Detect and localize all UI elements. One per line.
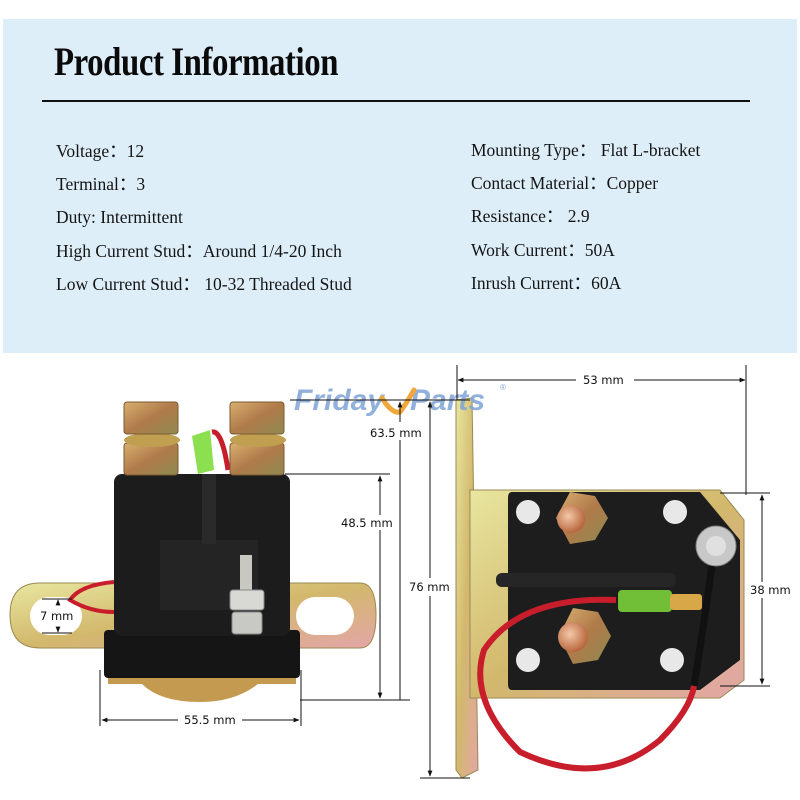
dim-front-total-height: 63.5 mm: [370, 426, 422, 440]
body-ridge: [496, 573, 676, 587]
spec-label: Resistance：: [471, 206, 564, 226]
dim-base-width: 55.5 mm: [184, 713, 236, 727]
small-stud: [240, 555, 252, 595]
spec-value: 3: [136, 174, 146, 194]
spec-label: Low Current Stud：: [56, 274, 200, 294]
product-photo: Friday Parts ®: [9, 365, 791, 779]
spec-label: Mounting Type：: [471, 140, 597, 160]
terminal-washer-left: [124, 433, 180, 447]
dim-side-width: 53 mm: [583, 373, 624, 387]
spec-label: Voltage：: [56, 141, 127, 161]
dim-mount-hole: 7 mm: [40, 609, 73, 623]
dim-side-body-height: 38 mm: [750, 583, 791, 597]
spec-voltage: Voltage：12: [56, 141, 145, 161]
side-view-solenoid: [455, 397, 745, 779]
spec-label: Work Current：: [471, 240, 585, 260]
terminal-washer-right: [230, 433, 286, 447]
screw: [516, 648, 540, 672]
body-lower: [104, 630, 300, 678]
terminal-nut-left-upper: [123, 401, 179, 435]
spec-label: Contact Material：: [471, 173, 607, 193]
screw: [663, 500, 687, 524]
red-wire-loop: [477, 596, 697, 772]
dimension-lines: [42, 365, 770, 779]
spec-value: 50A: [584, 240, 615, 260]
terminal-nut-right-lower: [229, 442, 285, 476]
green-connector-side: [618, 590, 672, 612]
page-title: Product Information: [54, 39, 339, 84]
spec-contact-material: Contact Material：Copper: [471, 173, 659, 193]
screw: [660, 648, 684, 672]
mount-hole-right: [296, 597, 354, 635]
dim-side-height: 76 mm: [409, 580, 450, 594]
small-stud-head: [706, 536, 726, 556]
copper-contact-top: [557, 505, 585, 533]
spec-value: 60A: [591, 273, 622, 293]
front-view-solenoid: [9, 401, 377, 702]
spec-inrush-current: Inrush Current：60A: [471, 273, 622, 293]
mount-hole-left: [30, 597, 82, 635]
body-rib: [202, 474, 216, 544]
spec-label: Terminal：: [56, 174, 137, 194]
spec-value: Intermittent: [100, 207, 183, 227]
product-info-panel: [3, 19, 797, 353]
copper-contact-bottom: [558, 622, 588, 652]
green-connector: [192, 430, 214, 474]
spec-value: Copper: [606, 173, 659, 193]
spec-value: 10-32 Threaded Stud: [199, 274, 352, 294]
spec-work-current: Work Current：50A: [471, 240, 615, 260]
spec-duty: Duty: Intermittent: [56, 207, 183, 227]
spec-label: Inrush Current：: [471, 273, 592, 293]
spec-low-current-stud: Low Current Stud： 10-32 Threaded Stud: [56, 274, 352, 294]
spec-value: Around 1/4-20 Inch: [202, 241, 342, 261]
red-wire: [67, 580, 115, 614]
dim-body-height: 48.5 mm: [341, 516, 393, 530]
screw: [516, 500, 540, 524]
spec-resistance: Resistance： 2.9: [471, 206, 590, 226]
terminal-nut-right-upper: [229, 401, 285, 435]
brass-bullet: [670, 594, 702, 610]
spec-mounting-type: Mounting Type： Flat L-bracket: [471, 140, 701, 160]
title-divider: [42, 100, 750, 102]
spec-label: High Current Stud：: [56, 241, 203, 261]
red-wire-top: [211, 429, 231, 471]
small-stud-nut: [229, 589, 265, 611]
spec-value: 12: [126, 141, 145, 161]
spec-terminal: Terminal：3: [56, 174, 146, 194]
spec-value: 2.9: [563, 206, 590, 226]
base-cup: [108, 672, 296, 702]
black-wire: [690, 565, 716, 687]
spec-value: Flat L-bracket: [596, 140, 701, 160]
small-stud-washer: [231, 611, 263, 635]
registered-mark: ®: [500, 383, 506, 392]
spec-high-current-stud: High Current Stud：Around 1/4-20 Inch: [56, 241, 342, 261]
spec-label: Duty:: [56, 207, 101, 227]
terminal-nut-left-lower: [123, 442, 179, 476]
